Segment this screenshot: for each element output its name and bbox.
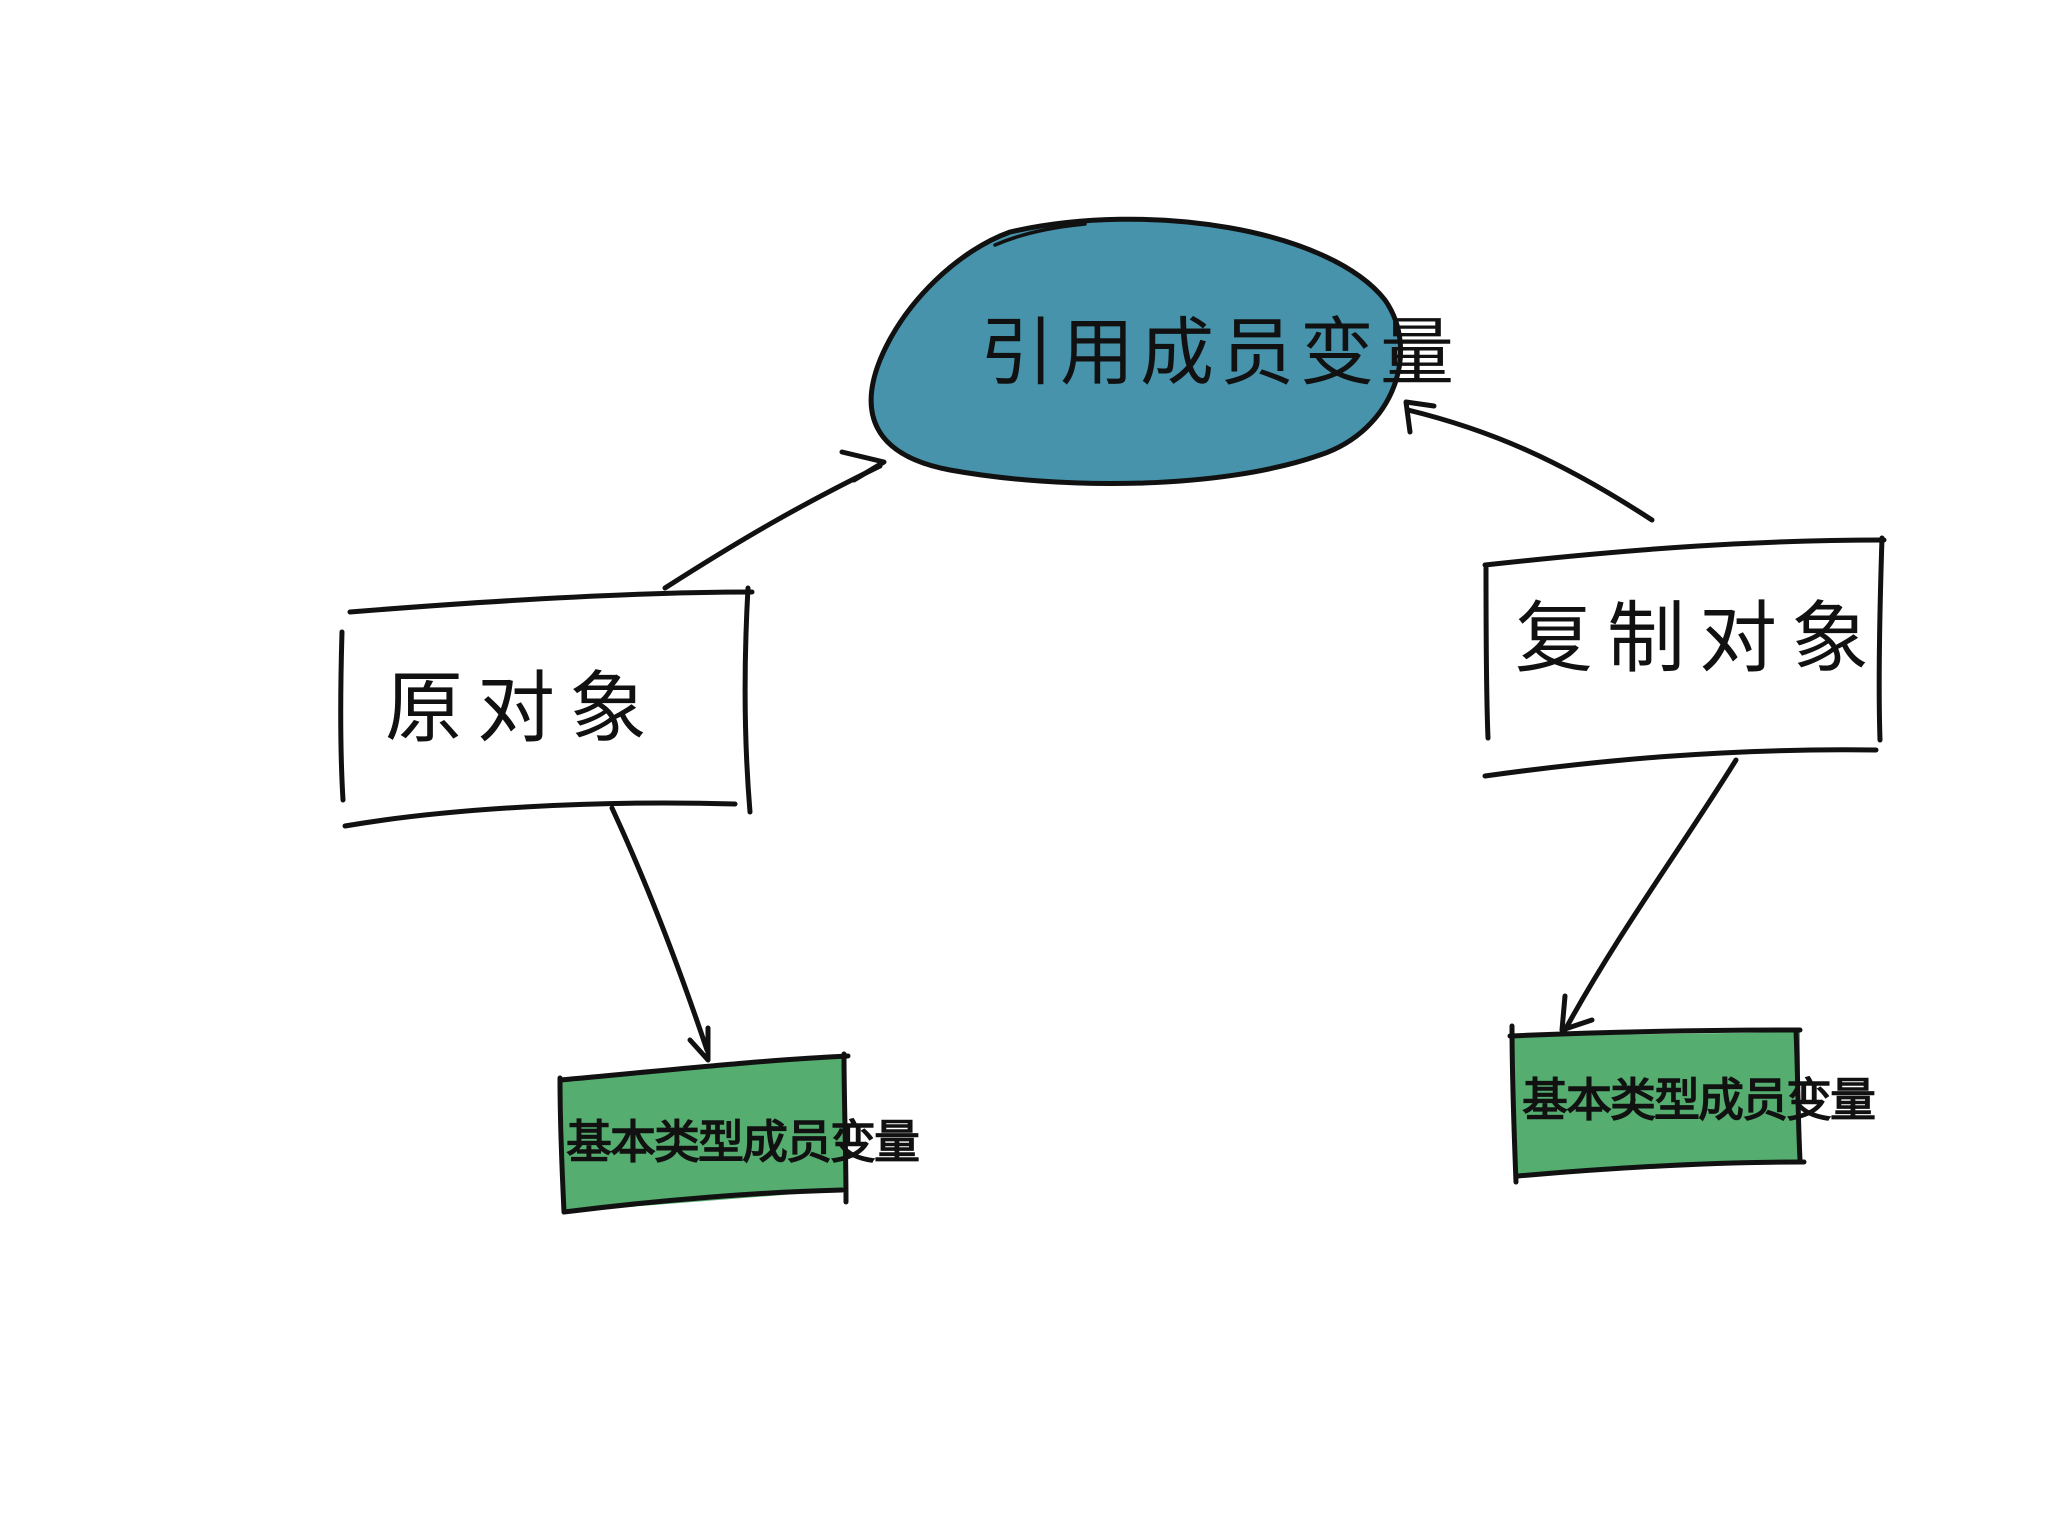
original-object-box-right	[742, 585, 753, 815]
copied-object-node: 复制对象	[1482, 535, 1887, 779]
left-primitive-box-right	[841, 1051, 849, 1205]
right-primitive-box-right	[1793, 1027, 1803, 1163]
left-primitive-box-bottom	[561, 1187, 845, 1215]
copied-object-box-left	[1483, 565, 1491, 741]
right-primitive-box	[1513, 1032, 1800, 1176]
original-object-node: 原对象	[338, 585, 755, 829]
original-object-box-top	[347, 589, 755, 615]
right-primitive-box-top	[1507, 1027, 1803, 1039]
right-primitive-box-bottom	[1515, 1159, 1807, 1179]
right-primitive-box-left	[1509, 1023, 1519, 1185]
right-primitive-label: 基本类型成员变量	[1522, 1073, 1875, 1127]
arrow-copied-to-reference	[1403, 399, 1655, 523]
arrowhead	[1403, 399, 1437, 435]
arrow-line	[609, 805, 710, 1053]
copied-object-box-top	[1482, 537, 1887, 568]
reference-member-label: 引用成员变量	[980, 310, 1460, 396]
reference-member-node: 引用成员变量	[868, 216, 1460, 486]
left-primitive-box-top	[557, 1053, 851, 1083]
arrow-line	[1405, 407, 1655, 523]
reference-member-ellipse	[868, 216, 1403, 486]
reference-member-ellipse-sketch-line	[993, 222, 1087, 247]
arrowhead	[687, 1025, 711, 1063]
copied-object-box-right	[1876, 535, 1885, 743]
left-primitive-label: 基本类型成员变量	[566, 1115, 919, 1169]
arrowhead	[839, 449, 887, 483]
left-primitive-box	[562, 1056, 846, 1212]
copied-object-label: 复制对象	[1515, 594, 1883, 684]
arrow-line	[662, 463, 883, 591]
original-object-label: 原对象	[385, 664, 661, 754]
arrow-original-to-reference	[662, 449, 887, 591]
arrow-copied-to-right-primitive	[1559, 757, 1739, 1033]
copied-object-box-bottom	[1482, 747, 1879, 779]
original-object-box-left	[338, 629, 346, 803]
arrow-original-to-left-primitive	[609, 805, 711, 1063]
arrow-line	[1562, 757, 1739, 1033]
arrowhead	[1559, 993, 1595, 1033]
left-primitive-box-left	[557, 1075, 567, 1215]
original-object-box-bottom	[342, 800, 738, 829]
left-primitive-node: 基本类型成员变量	[557, 1051, 921, 1215]
right-primitive-node: 基本类型成员变量	[1507, 1023, 1877, 1185]
